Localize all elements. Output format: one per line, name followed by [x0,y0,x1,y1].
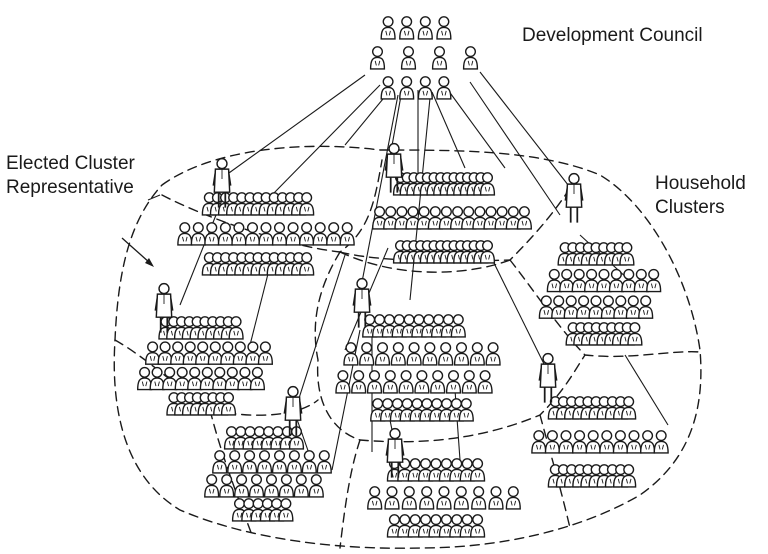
boundary-top-left [161,159,383,253]
elected-representative-label-line1: Elected Cluster [6,153,135,174]
boundary-top-center [339,179,576,262]
development-council-label: Development Council [522,25,703,46]
elected-representative-label-line2: Representative [6,177,134,198]
household-clusters-label-line1: Household [655,173,746,194]
household-clusters-label-line2: Clusters [655,197,725,218]
